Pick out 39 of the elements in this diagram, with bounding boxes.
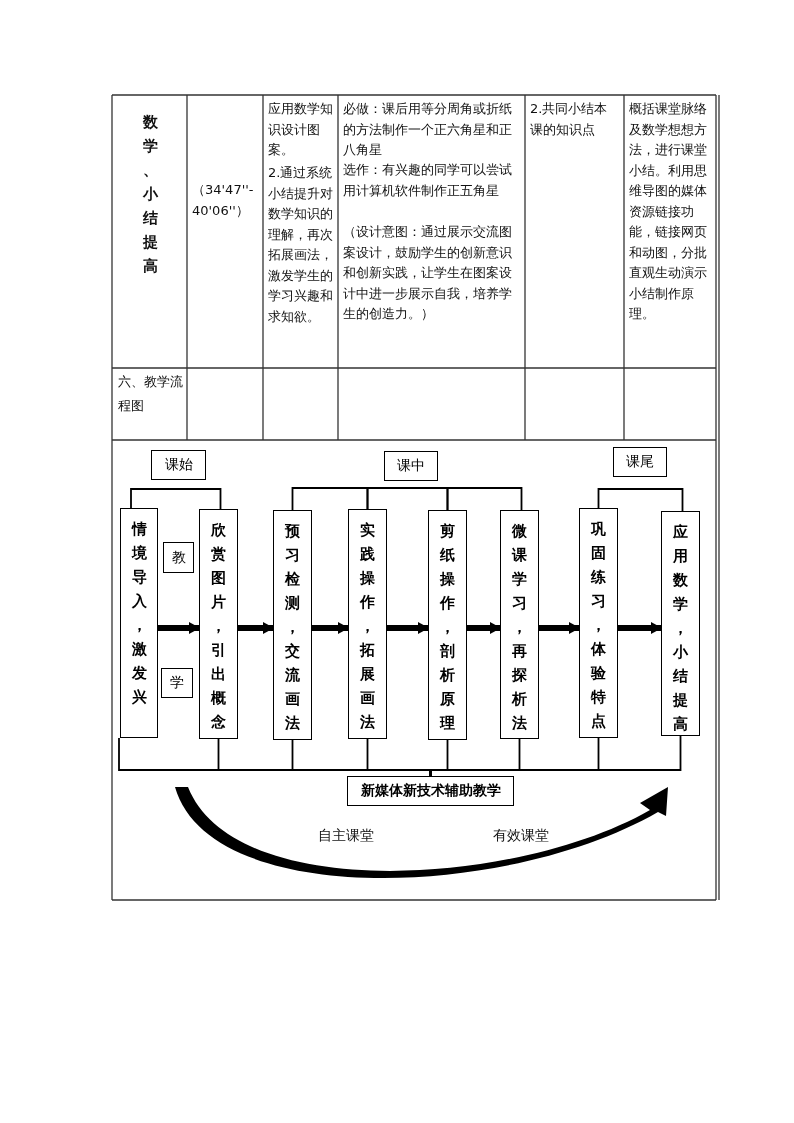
connector-line [446, 487, 523, 511]
arrow [467, 622, 501, 634]
connector-line [429, 735, 682, 777]
connector-line [597, 488, 684, 512]
support-box: 新媒体新技术辅助教学 [347, 776, 514, 806]
activity-text: 应用数学知识设计图案。 [268, 100, 334, 159]
summary-text: 2.共同小结本课的知识点 [530, 100, 609, 139]
label-box: 学 [161, 668, 193, 698]
stage-heading: 数学、小结提高 [141, 112, 159, 277]
step-box: 情境导入，激发兴 [120, 508, 158, 738]
phase-box: 课始 [151, 450, 206, 480]
arrow [618, 622, 662, 634]
activity-text: 2.通过系统小结提升对数学知识的理解，再次拓展画法，激发学生的学习兴趣和求知欲。 [268, 164, 334, 326]
design-note: （设计意图：通过展示交流图案设计，鼓励学生的创新意识和创新实践，让学生在图案设计中进一步展示自我，培养学生的创造力。） [343, 223, 513, 323]
step-box: 实践操作，拓展画法 [348, 509, 387, 739]
step-box: 预习检测，交流画法 [273, 510, 312, 740]
label-box: 教 [163, 542, 194, 573]
arrow [539, 622, 580, 634]
connector-line [130, 488, 222, 510]
caption-text: 有效课堂 [492, 826, 550, 845]
step-box: 剪纸操作，剖析原理 [428, 510, 467, 740]
arrow [387, 622, 429, 634]
time-range: （34'47''-40'06''） [192, 181, 255, 220]
caption-text: 自主课堂 [317, 826, 375, 845]
arrow [312, 622, 349, 634]
section-heading: 六、教学流程图 [118, 373, 184, 415]
connector-line [291, 487, 369, 511]
step-box: 微课学习，再探析法 [500, 510, 539, 739]
arrow [238, 622, 274, 634]
arrow [158, 622, 200, 634]
step-box: 欣赏图片，引出概念 [199, 509, 238, 739]
homework-text: 选作：有兴趣的同学可以尝试用计算机软件制作正五角星 [343, 161, 513, 200]
method-text: 概括课堂脉络及数学想想方法，进行课堂小结。利用思维导图的媒体资源链接功能，链接网页和动图，分批直观生动演示小结制作原理。 [629, 100, 708, 323]
step-box: 巩固练习，体验特点 [579, 508, 618, 738]
step-box: 应用数学，小结提高 [661, 511, 700, 736]
homework-text: 必做：课后用等分周角或折纸的方法制作一个正六角星和正八角星 [343, 100, 513, 159]
phase-box: 课中 [384, 451, 438, 481]
phase-box: 课尾 [613, 447, 667, 477]
connector-line [366, 487, 449, 511]
